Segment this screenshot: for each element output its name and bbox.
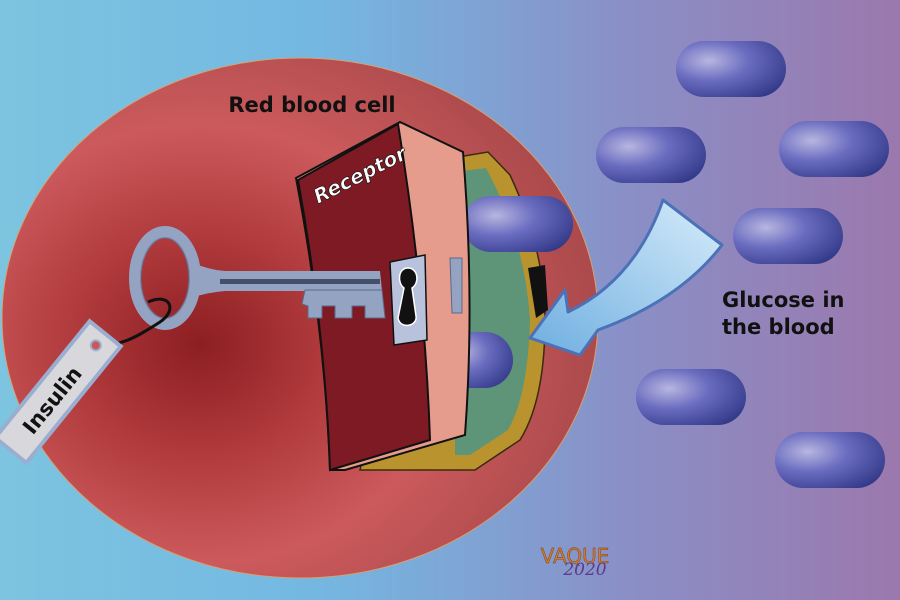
latch-slot	[528, 265, 548, 318]
glucose-molecule	[733, 208, 843, 264]
glucose-molecule	[676, 41, 786, 97]
glucose-label-line2: the blood	[722, 315, 835, 339]
signature-name: VAQUE	[541, 544, 610, 568]
glucose-entry-arrow	[528, 198, 724, 357]
glucose-molecule	[779, 121, 889, 177]
artist-signature: VAQUE 2020	[540, 544, 610, 580]
glucose-molecule	[636, 369, 746, 425]
cell-label: Red blood cell	[228, 93, 395, 117]
insulin-key	[129, 226, 386, 330]
glucose-molecule	[596, 127, 706, 183]
glucose-molecule	[775, 432, 885, 488]
signature-year: 2020	[562, 560, 606, 580]
blood-glucose-group	[596, 41, 889, 488]
glucose-label-line1: Glucose in	[722, 288, 844, 312]
keyhole	[389, 254, 428, 346]
glucose-molecule	[463, 196, 573, 252]
